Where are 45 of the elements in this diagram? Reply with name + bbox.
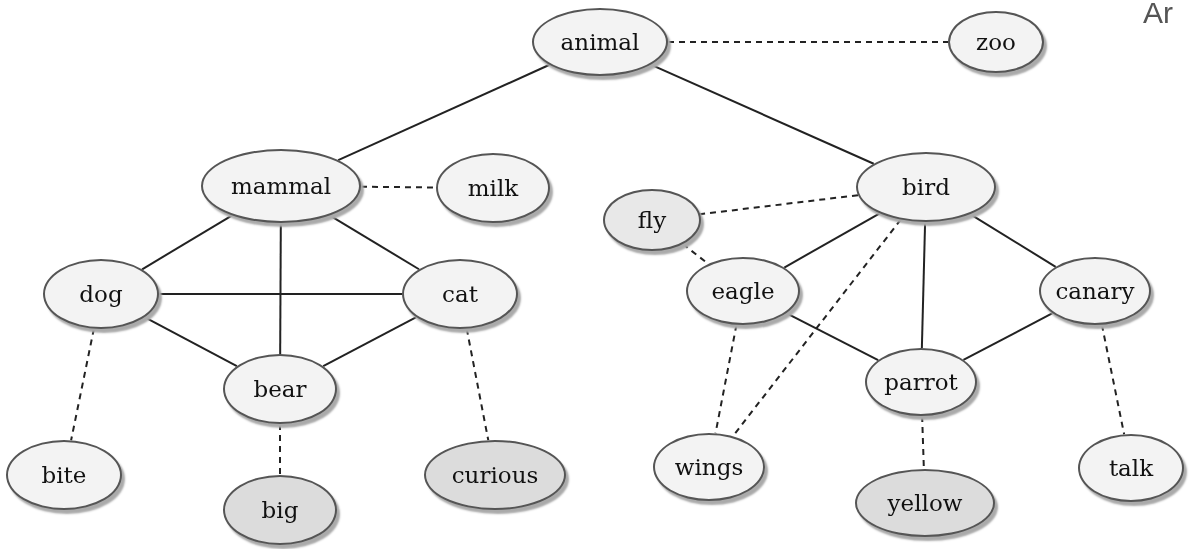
connector bbox=[969, 213, 1057, 268]
dashed-connector bbox=[1100, 323, 1126, 436]
node-text: big bbox=[261, 497, 299, 523]
connector bbox=[649, 63, 875, 165]
node-text: cat bbox=[442, 281, 478, 307]
node-text: fly bbox=[637, 207, 667, 233]
ellipse-node bbox=[201, 149, 361, 223]
ellipse-node bbox=[865, 348, 977, 416]
node-text: eagle bbox=[711, 278, 775, 304]
node-text: bear bbox=[253, 376, 307, 402]
heading-text: Ar bbox=[1143, 0, 1173, 30]
ellipse-node bbox=[43, 259, 159, 329]
connector bbox=[785, 312, 880, 362]
node-text: dog bbox=[79, 281, 123, 307]
node-text: yellow bbox=[887, 490, 963, 516]
ellipse-node bbox=[1039, 257, 1151, 325]
node-text: parrot bbox=[884, 369, 958, 395]
ellipse-node bbox=[402, 259, 518, 329]
node-text: milk bbox=[467, 175, 519, 201]
dashed-connector bbox=[279, 423, 281, 476]
connector bbox=[322, 316, 418, 368]
connector bbox=[141, 214, 234, 271]
node-text: animal bbox=[560, 29, 640, 55]
node-text: bird bbox=[902, 174, 950, 200]
node-text: mammal bbox=[230, 173, 332, 199]
connector bbox=[337, 63, 551, 162]
ellipse-node bbox=[686, 257, 800, 325]
connector bbox=[158, 293, 403, 295]
connector bbox=[328, 214, 420, 271]
connector bbox=[962, 312, 1054, 361]
connector bbox=[279, 222, 282, 355]
node-text: zoo bbox=[976, 29, 1016, 55]
dashed-connector bbox=[699, 194, 859, 216]
node-text: wings bbox=[674, 454, 744, 480]
dashed-connector bbox=[667, 41, 949, 43]
ellipse-node bbox=[653, 433, 765, 501]
node-text: bite bbox=[41, 462, 87, 488]
node-text: canary bbox=[1055, 278, 1135, 304]
dashed-connector bbox=[465, 327, 490, 442]
connector bbox=[920, 221, 927, 349]
node-text: curious bbox=[451, 462, 539, 488]
connector bbox=[783, 212, 881, 269]
connector bbox=[143, 316, 238, 368]
dashed-connector bbox=[70, 327, 95, 442]
node-text: talk bbox=[1108, 455, 1154, 481]
